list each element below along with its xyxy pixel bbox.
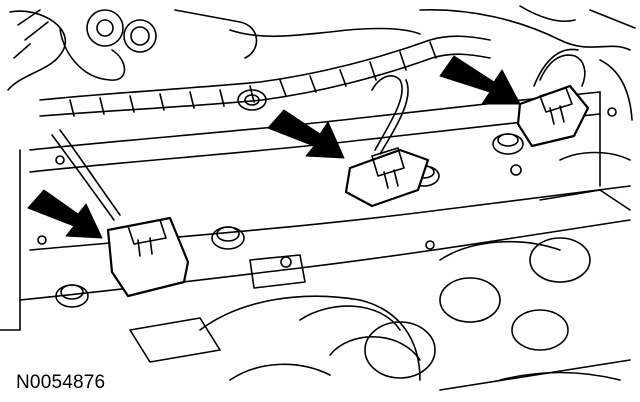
cylinder-head — [19, 151, 631, 391]
wiring-harness — [39, 35, 491, 117]
callout-arrows — [27, 55, 521, 239]
arrow-center-connector — [267, 109, 345, 159]
bolt — [492, 133, 524, 155]
manifold-background — [7, 5, 636, 121]
injector-connector-right — [516, 48, 590, 148]
bolt — [55, 284, 89, 308]
bolt — [211, 226, 245, 250]
injector-connector-left — [51, 129, 190, 298]
injector-connector-center — [344, 75, 430, 208]
arrow-right-connector — [439, 55, 521, 105]
arrow-left-connector — [27, 189, 103, 239]
figure-reference-code: N0054876 — [16, 372, 106, 393]
